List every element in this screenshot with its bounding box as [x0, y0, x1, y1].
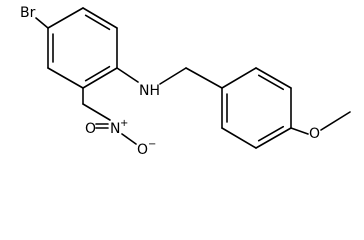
ring-b-double-bond — [257, 74, 285, 91]
atom-labels: Br NH N + O O − O — [20, 5, 320, 157]
ring-a-bond — [82, 7, 118, 29]
bonds — [35, 7, 351, 149]
ring-a-double-bond — [84, 65, 111, 82]
amine-methylene-bond — [159, 67, 187, 85]
methylene-ring-bond — [185, 67, 223, 89]
ring-b-bond — [255, 127, 292, 149]
amine-bond — [116, 67, 139, 83]
nitro-oxygen-charge: − — [148, 139, 156, 150]
ring-a-bond — [82, 67, 118, 89]
ring-b-bond — [221, 67, 257, 89]
nitro-bond — [82, 103, 111, 121]
structure-diagram: Br NH N + O O − O — [20, 5, 351, 157]
nitro-nitrogen-label: N — [110, 121, 120, 137]
ring-b-bond — [221, 127, 257, 149]
amine-label: NH — [139, 83, 160, 99]
nitro-oxygen-single-label: O — [137, 142, 148, 157]
methoxy-bond — [290, 127, 309, 135]
bromine-bond — [35, 17, 49, 29]
ring-b-double-bond — [257, 125, 285, 142]
ring-a-bond — [47, 7, 84, 29]
nitro-n-o-single-bond — [121, 133, 137, 145]
methyl-bond — [320, 111, 351, 131]
ring-a-double-bond — [84, 14, 111, 31]
methoxy-oxygen-label: O — [309, 126, 320, 142]
bromine-label: Br — [20, 5, 36, 21]
nitro-nitrogen-charge: + — [120, 118, 128, 129]
nitro-oxygen-double-label: O — [85, 121, 96, 137]
ring-a-bond — [47, 67, 84, 89]
ring-b-bond — [255, 67, 292, 89]
